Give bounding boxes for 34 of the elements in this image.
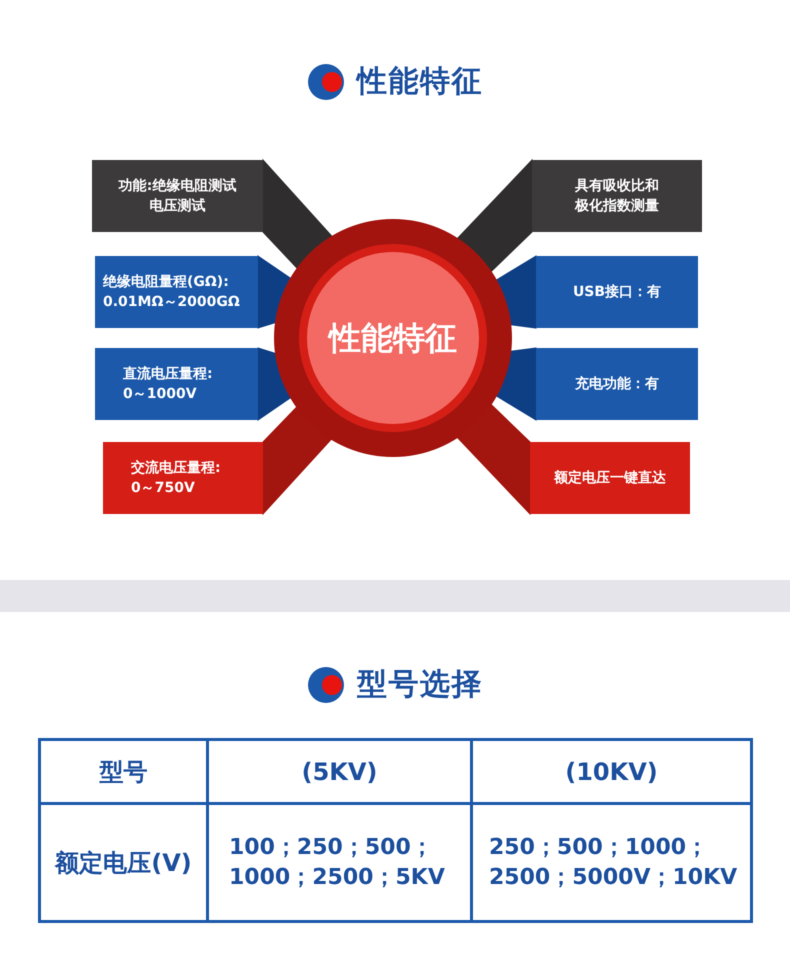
- feature-text: 直流电压量程: 0～1000V: [123, 364, 214, 404]
- header-text: (5KV): [302, 756, 378, 788]
- feature-text: 交流电压量程: 0～750V: [131, 458, 222, 498]
- feature-box: [95, 348, 258, 420]
- feature-text: 额定电压一键直达: [552, 468, 667, 488]
- connector-wedge: [262, 406, 332, 514]
- connector-wedge: [457, 404, 530, 514]
- feature-text: 充电功能：有: [574, 374, 660, 394]
- circle-label: 性能特征: [329, 318, 457, 359]
- connector-wedge: [496, 348, 536, 420]
- connector-wedge: [258, 348, 291, 420]
- feature-box: [95, 256, 258, 328]
- feature-box: [536, 256, 698, 328]
- row-header-text: 额定电压(V): [55, 848, 192, 878]
- section-divider-bar: [0, 580, 790, 612]
- cell-text: 100；250；500；1000；2500；5KV: [229, 834, 446, 892]
- feature-box: [92, 160, 263, 232]
- cell-text: 250；500；1000；2500；5000V；10KV: [489, 834, 738, 892]
- header-text: (10KV): [565, 756, 658, 788]
- feature-box: [536, 348, 698, 420]
- connector-wedge: [262, 160, 332, 268]
- section-title: 型号选择: [357, 666, 483, 704]
- header-text: 型号: [100, 756, 148, 788]
- connector-wedge: [457, 160, 532, 272]
- feature-box: [532, 160, 702, 232]
- feature-text: USB接口：有: [572, 283, 662, 302]
- connector-wedge: [496, 256, 536, 328]
- feature-text: 具有吸收比和极化指数测量: [574, 177, 660, 216]
- feature-text: 绝缘电阻量程(GΩ): 0.01MΩ～2000GΩ: [103, 273, 241, 312]
- section-title: 性能特征: [357, 63, 483, 101]
- feature-box: [103, 442, 263, 514]
- feature-text: 功能:绝缘电阻测试电压测试: [118, 177, 238, 216]
- connector-wedge: [258, 256, 291, 328]
- feature-box: [530, 442, 690, 514]
